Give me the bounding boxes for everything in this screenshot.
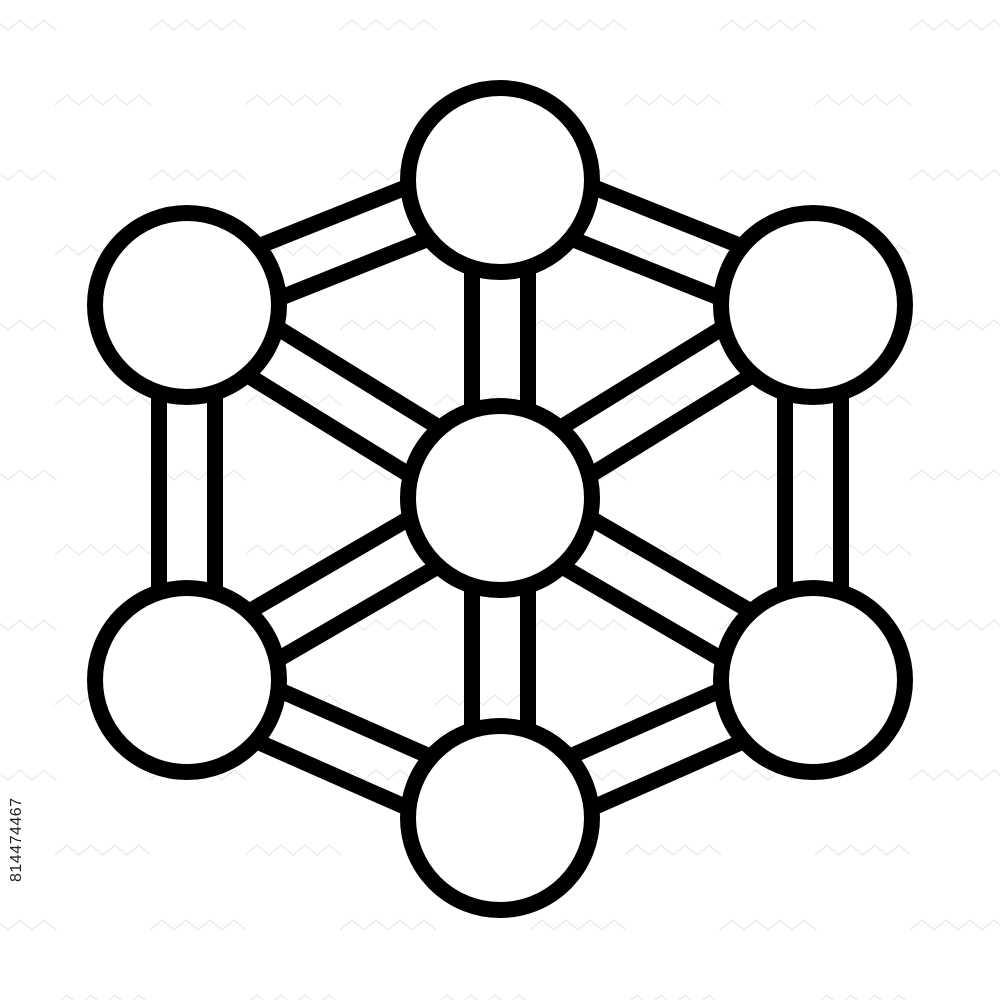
node-center <box>400 398 600 598</box>
node-lower-left <box>87 580 287 780</box>
node-bottom <box>400 718 600 918</box>
node-lower-right <box>713 580 913 780</box>
node-upper-right <box>713 205 913 405</box>
node-group <box>87 80 913 918</box>
stock-id-label: 814474467 <box>8 797 25 882</box>
node-upper-left <box>87 205 287 405</box>
node-top <box>400 80 600 280</box>
